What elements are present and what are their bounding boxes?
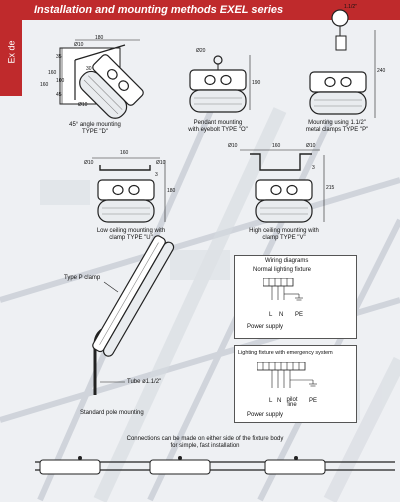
- type-u-caption-line-2: clamp TYPE "U": [109, 235, 153, 241]
- type-p-caption: Mounting using 1.1/2" metal clamps TYPE …: [292, 120, 382, 134]
- type-d-dim-4: 30: [86, 66, 92, 72]
- type-o-caption-line-1: Pendant mounting: [193, 120, 243, 126]
- sidebar: [0, 0, 22, 96]
- wiring-emergency-terminal-n: N: [277, 398, 282, 404]
- type-u-dim-1: 160: [120, 150, 129, 156]
- pole-caption: Standard pole mounting: [80, 410, 144, 416]
- pole-clamp-label: Type P clamp: [64, 275, 101, 281]
- wiring-normal-terminal-pe: PE: [295, 312, 304, 318]
- wiring-normal-supply: Power supply: [247, 324, 284, 330]
- wiring-emergency-box: Lighting fixture with emergency system L…: [234, 345, 357, 423]
- type-u-dim-3: Ø10: [156, 160, 166, 166]
- wiring-emergency-terminal-block: [257, 362, 317, 388]
- type-d-dim-5: 100: [56, 78, 65, 84]
- wiring-emergency-terminal-pilot: pilot line: [286, 397, 298, 408]
- type-d-drawing: [59, 39, 146, 124]
- footer-caption-line-2: for simple, fast installation: [170, 443, 240, 449]
- wiring-emergency-title: Lighting fixture with emergency system: [238, 350, 333, 356]
- type-v-dim-4: 3: [312, 165, 315, 171]
- type-u-drawing: [92, 157, 166, 223]
- type-o-dim-2: 190: [252, 80, 261, 86]
- type-v-caption-line-2: clamp TYPE "V": [262, 235, 306, 241]
- type-d-dim-7: 45: [56, 92, 62, 98]
- type-v-caption-line-1: High ceiling mounting with: [249, 228, 319, 234]
- type-o-drawing: [189, 55, 251, 113]
- wiring-emergency-terminal-pe: PE: [309, 398, 318, 404]
- type-u-caption: Low ceiling mounting with clamp TYPE "U": [86, 228, 176, 242]
- wiring-normal-terminal-n: N: [279, 312, 284, 318]
- pole-mounting-drawing: [92, 235, 175, 395]
- type-v-dim-3: Ø10: [306, 143, 316, 149]
- wiring-normal-terminal-block: [263, 278, 303, 301]
- type-p-dim-1: 1.1/2": [344, 4, 357, 10]
- type-v-caption: High ceiling mounting with clamp TYPE "V…: [236, 228, 332, 242]
- header-title: Installation and mounting methods EXEL s…: [34, 4, 284, 16]
- type-u-dim-2: Ø10: [84, 160, 94, 166]
- type-u-dim-5: 180: [167, 188, 176, 194]
- type-p-drawing: [309, 9, 376, 118]
- footer-caption-line-1: Connections can be made on either side o…: [126, 436, 284, 442]
- type-d-caption: 45° angle mounting TYPE "D": [55, 122, 135, 136]
- type-v-dim-1: Ø10: [228, 143, 238, 149]
- type-o-caption-line-2: with eyebolt TYPE "O": [188, 127, 248, 133]
- wiring-diagrams-title: Wiring diagrams: [265, 258, 309, 264]
- type-p-dim-2: 240: [377, 68, 386, 74]
- type-d-dim-8: Ø10: [74, 42, 84, 48]
- wiring-emergency-supply: Power supply: [247, 412, 284, 418]
- wiring-normal-title: Normal lighting fixture: [253, 267, 312, 273]
- footer-caption: Connections can be made on either side o…: [60, 436, 350, 450]
- pole-tube-label: Tube ø1.1/2": [127, 379, 162, 385]
- type-o-caption: Pendant mounting with eyebolt TYPE "O": [178, 120, 258, 134]
- type-p-caption-line-2: metal clamps TYPE "P": [305, 127, 369, 133]
- type-d-dim-6: 160: [40, 82, 49, 88]
- wiring-normal-terminal-l: L: [269, 312, 273, 318]
- wiring-normal-box: Wiring diagrams Normal lighting fixture …: [234, 255, 357, 339]
- type-v-drawing: [240, 149, 325, 223]
- type-d-dim-1: 180: [95, 35, 104, 41]
- type-d-dim-9: Ø10: [78, 102, 88, 108]
- page-header: Installation and mounting methods EXEL s…: [22, 0, 400, 20]
- type-p-caption-line-1: Mounting using 1.1/2": [308, 120, 366, 126]
- type-u-dim-4: 3: [155, 172, 158, 178]
- type-d-dim-2: 35: [56, 54, 62, 60]
- type-v-dim-5: 215: [326, 185, 335, 191]
- type-d-caption-line-1: 45° angle mounting: [69, 122, 121, 128]
- rail-drawing: [35, 456, 395, 475]
- type-o-dim-1: Ø20: [196, 48, 206, 54]
- type-u-caption-line-1: Low ceiling mounting with: [96, 228, 166, 234]
- type-d-caption-line-2: TYPE "D": [82, 129, 108, 135]
- type-d-dim-3: 160: [48, 70, 57, 76]
- wiring-emergency-terminal-l: L: [269, 398, 273, 404]
- type-v-dim-2: 160: [272, 143, 281, 149]
